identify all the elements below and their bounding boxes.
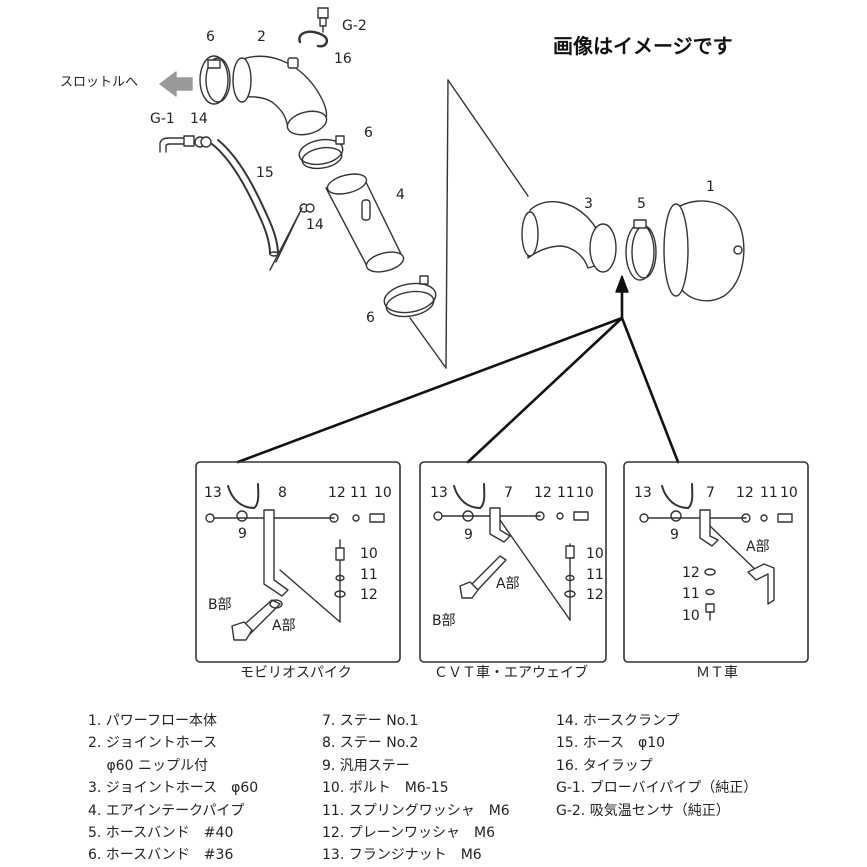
- p2-label-10: 10: [576, 485, 594, 501]
- p1-label-9: 9: [238, 526, 247, 542]
- hose-15: [211, 139, 279, 257]
- legend-item: 15. ホース φ10: [556, 735, 666, 752]
- p2-label-13: 13: [430, 485, 448, 501]
- panel-1-parts: [205, 483, 385, 641]
- p1-side-12: 12: [360, 587, 378, 603]
- p2-caption: ＣＶＴ車・エアウェイブ: [434, 665, 588, 681]
- callout-G1: G-1: [150, 111, 175, 127]
- intake-pipe-4: [325, 173, 405, 273]
- p2-side-10: 10: [586, 546, 604, 562]
- legend-item: 13. フランジナット M6: [322, 847, 482, 864]
- p3-label-9: 9: [670, 527, 679, 543]
- p3-side-11: 11: [682, 586, 700, 602]
- callout-5: 5: [637, 196, 646, 212]
- legend-item: 4. エアインテークパイプ: [88, 802, 245, 819]
- legend-item: 9. 汎用ステー: [322, 757, 410, 774]
- p3-label-a: A部: [746, 539, 770, 555]
- p2-label-11: 11: [557, 485, 575, 501]
- p1-label-8: 8: [278, 485, 287, 501]
- hose-band-6-mid: [298, 135, 345, 170]
- p3-side-10: 10: [682, 608, 700, 624]
- p3-side-12: 12: [682, 565, 700, 581]
- p2-side-11: 11: [586, 567, 604, 583]
- legend-item: 1. パワーフロー本体: [88, 713, 217, 729]
- legend-item: 6. ホースバンド #36: [88, 847, 234, 864]
- p1-caption: モビリオスパイク: [240, 665, 352, 681]
- p1-label-12: 12: [328, 485, 346, 501]
- callout-16: 16: [334, 51, 352, 67]
- p1-label-b: B部: [208, 597, 232, 613]
- legend-item: 10. ボルト M6-15: [322, 780, 449, 797]
- legend-item: 14. ホースクランプ: [556, 713, 680, 729]
- hose-band-5: [625, 219, 657, 281]
- legend-item: 2. ジョイントホース: [88, 735, 218, 752]
- p2-label-12: 12: [534, 485, 552, 501]
- image-disclaimer-note: 画像はイメージです: [553, 34, 733, 58]
- panel-2-parts: [433, 483, 589, 621]
- legend-item: 16. タイラップ: [556, 757, 653, 774]
- callout-6b: 6: [364, 125, 373, 141]
- p3-label-13: 13: [634, 485, 652, 501]
- throttle-arrow-icon: [159, 71, 193, 97]
- callout-2: 2: [257, 29, 266, 45]
- legend-col-1: 1. パワーフロー本体 2. ジョイントホース φ60 ニップル付 3. ジョイ…: [88, 710, 258, 867]
- p1-side-10: 10: [360, 546, 378, 562]
- hose-band-6-top: [199, 55, 231, 105]
- power-flow-filter-1: [663, 200, 745, 302]
- p3-label-10: 10: [780, 485, 798, 501]
- legend-item: 11. スプリングワッシャ M6: [322, 802, 510, 819]
- callout-6a: 6: [206, 29, 215, 45]
- callout-14b: 14: [306, 217, 324, 233]
- legend-item: 8. ステー No.2: [322, 735, 419, 752]
- callout-14a: 14: [190, 111, 208, 127]
- legend-col-2: 7. ステー No.1 8. ステー No.2 9. 汎用ステー 10. ボルト…: [322, 710, 510, 867]
- p3-label-7: 7: [706, 485, 715, 501]
- legend-item: 3. ジョイントホース φ60: [88, 780, 259, 797]
- p1-label-10: 10: [374, 485, 392, 501]
- hose-clamp-14-low: [299, 203, 315, 213]
- p2-label-7: 7: [504, 485, 513, 501]
- p2-label-a: A部: [496, 576, 520, 592]
- throttle-label: スロットルへ: [60, 75, 139, 90]
- legend-item: 7. ステー No.1: [322, 713, 419, 729]
- hose-clamp-14-top: [194, 136, 212, 148]
- legend-item: 5. ホースバンド #40: [88, 825, 234, 842]
- intake-temp-sensor-icon: [317, 7, 329, 33]
- joint-hose-3: [521, 201, 617, 273]
- p3-caption: ＭＴ車: [696, 665, 738, 681]
- p2-side-12: 12: [586, 587, 604, 603]
- legend-item: 12. プレーンワッシャ M6: [322, 825, 496, 842]
- legend-item: G-1. ブローバイパイプ（純正）: [556, 780, 758, 797]
- tie-wrap-icon: [298, 30, 329, 48]
- legend-item: G-2. 吸気温センサ（純正）: [556, 802, 730, 819]
- p1-side-11: 11: [360, 567, 378, 583]
- p3-label-12: 12: [736, 485, 754, 501]
- p1-label-13: 13: [204, 485, 222, 501]
- hose-band-6-bottom: [383, 275, 437, 318]
- legend-item: φ60 ニップル付: [88, 757, 208, 774]
- callout-3: 3: [584, 196, 593, 212]
- p2-label-9: 9: [464, 527, 473, 543]
- callout-1: 1: [706, 179, 715, 195]
- legend-col-3: 14. ホースクランプ 15. ホース φ10 16. タイラップ G-1. ブ…: [556, 710, 757, 822]
- callout-6c: 6: [366, 310, 375, 326]
- blowby-pipe-icon: [159, 135, 195, 153]
- p2-label-b: B部: [432, 613, 456, 629]
- callout-4: 4: [396, 187, 405, 203]
- p1-label-a: A部: [272, 618, 296, 634]
- joint-hose-2: [232, 55, 328, 136]
- panel-3-parts: [639, 483, 793, 621]
- p1-label-11: 11: [350, 485, 368, 501]
- callout-15: 15: [256, 165, 274, 181]
- p3-label-11: 11: [760, 485, 778, 501]
- callout-G2: G-2: [342, 18, 367, 34]
